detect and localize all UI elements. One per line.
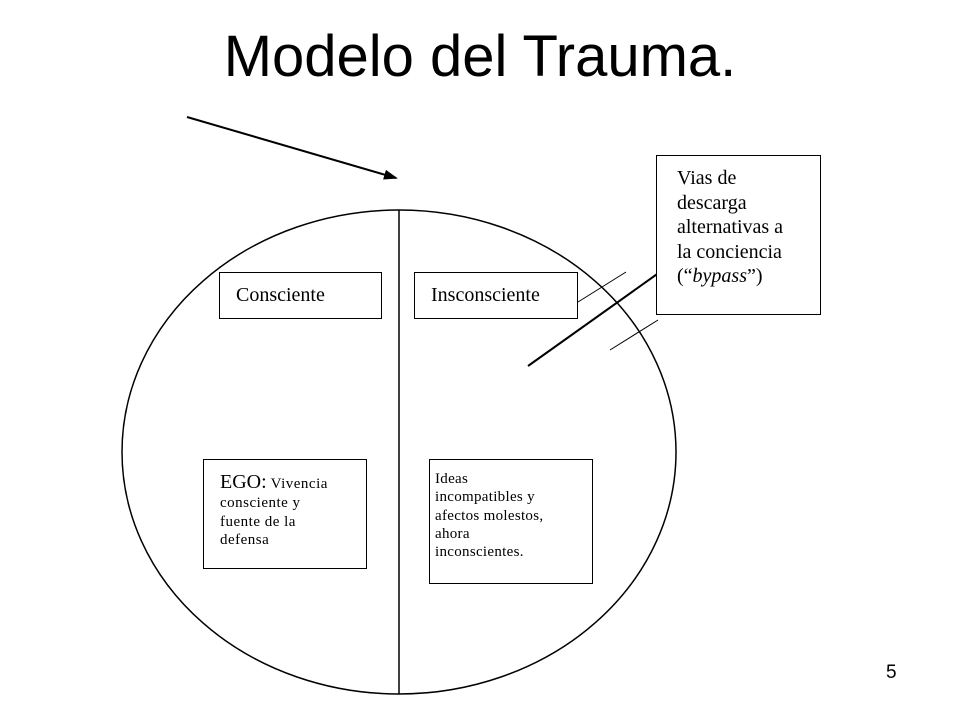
slide-title: Modelo del Trauma. (223, 24, 737, 89)
ideas-line-1: Ideas (435, 471, 469, 487)
vias-box: Vias de descarga alternativas a la conci… (656, 155, 821, 315)
ego-line-4: defensa (220, 531, 270, 548)
inconsciente-box: Insconsciente (414, 272, 578, 319)
ego-line-2: consciente y (220, 495, 301, 512)
consciente-box: Consciente (219, 272, 382, 319)
bypass-line-main (527, 271, 661, 367)
ego-box: EGO: Vivencia consciente y fuente de la … (203, 459, 367, 569)
vias-line-3: alternativas a (677, 216, 784, 239)
vias-line-1: Vias de (677, 167, 737, 189)
ideas-line-3: afectos molestos, (435, 507, 544, 524)
page-number: 5 (886, 662, 897, 683)
vias-line-4: la conciencia (677, 240, 782, 263)
bypass-line-lower (609, 319, 659, 351)
vias-line-2: descarga (677, 191, 747, 214)
bypass-word: bypass (692, 265, 747, 288)
vias-line-5: (“bypass”) (677, 264, 820, 289)
ideas-line-2: incompatibles y (435, 489, 535, 506)
ideas-line-5: inconscientes. (435, 544, 524, 561)
bypass-open: (“ (677, 265, 693, 288)
ego-text-1: Vivencia (266, 476, 328, 492)
ideas-box: Ideas incompatibles y afectos molestos, … (429, 459, 593, 584)
bypass-close: ”) (747, 265, 763, 288)
trauma-arrow (186, 116, 398, 180)
ego-line-3: fuente de la (220, 513, 296, 530)
ego-line-1: EGO: Vivencia (220, 470, 366, 494)
inconsciente-label: Insconsciente (431, 284, 540, 306)
bypass-line-upper (577, 271, 627, 303)
ideas-line-4: ahora (435, 525, 470, 542)
ego-lead: EGO: (220, 471, 267, 493)
consciente-label: Consciente (236, 284, 325, 306)
